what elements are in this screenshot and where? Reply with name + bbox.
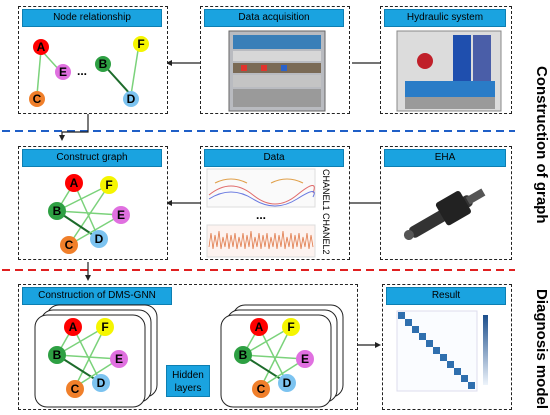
hydraulic-image	[396, 30, 502, 112]
ellipsis: ...	[256, 208, 266, 222]
svg-text:E: E	[301, 352, 309, 366]
side-label-construction: Construction of graph	[533, 66, 550, 224]
svg-text:B: B	[53, 348, 62, 362]
panel-node-relationship: Node relationship A E C B F D ...	[18, 6, 168, 114]
confusion-matrix	[396, 310, 488, 392]
cabinet-image	[228, 30, 326, 112]
panel-dms-gnn: Construction of DMS-GNN A F B E C D	[18, 284, 358, 410]
svg-text:F: F	[101, 320, 108, 334]
panel-title: Node relationship	[22, 9, 162, 27]
svg-text:B: B	[239, 348, 248, 362]
svg-text:C: C	[71, 382, 80, 396]
panel-title: Hydraulic system	[384, 9, 506, 27]
svg-text:B: B	[53, 204, 62, 218]
svg-text:E: E	[117, 208, 125, 222]
hidden-layers-line1: Hidden	[172, 370, 204, 381]
dms-gnn-layers: A F B E C D A F B	[34, 304, 344, 408]
channel2-label: CHANEL2	[321, 213, 331, 255]
node-c-label: C	[33, 92, 42, 106]
side-label-diagnosis: Diagnosis model	[533, 288, 550, 410]
node-a	[33, 39, 49, 55]
ellipsis: ...	[77, 64, 87, 78]
panel-result: Result	[382, 284, 512, 410]
panel-eha: EHA	[380, 146, 512, 260]
node-d	[123, 91, 139, 107]
eha-image	[403, 188, 486, 240]
panel-title: Result	[386, 287, 506, 305]
signal-plots: ...	[206, 168, 316, 258]
svg-text:A: A	[255, 320, 264, 334]
panel-data-acquisition: Data acquisition	[200, 6, 350, 114]
panel-title: EHA	[384, 149, 506, 167]
svg-text:D: D	[97, 376, 106, 390]
node-e	[55, 64, 71, 80]
panel-title: Data	[204, 149, 344, 167]
hidden-layers-line2: layers	[174, 383, 202, 394]
node-e-label: E	[59, 65, 67, 79]
panel-title: Construct graph	[22, 149, 162, 167]
hidden-layers-box: Hidden layers	[166, 365, 210, 397]
graph-right: A F B E C D	[234, 318, 314, 398]
node-f	[133, 36, 149, 52]
panel-data: Data ... CHANEL1 CHANEL2	[200, 146, 350, 260]
constructed-graph: A F B E C D	[48, 174, 130, 254]
panel-construct-graph: Construct graph A F B E C D	[18, 146, 168, 260]
node-a-label: A	[37, 40, 46, 54]
node-c	[29, 91, 45, 107]
node-graph-small: A E C B F D ...	[29, 36, 149, 107]
svg-text:A: A	[69, 320, 78, 334]
node-d-label: D	[127, 92, 136, 106]
graph-left: A F B E C D	[48, 318, 128, 398]
svg-text:A: A	[70, 176, 79, 190]
node-b	[95, 56, 111, 72]
channel1-label: CHANEL1	[321, 169, 331, 211]
panel-title: Data acquisition	[204, 9, 344, 27]
node-f-label: F	[137, 37, 144, 51]
svg-text:F: F	[105, 178, 112, 192]
node-b-label: B	[99, 57, 108, 71]
svg-text:D: D	[283, 376, 292, 390]
svg-text:C: C	[65, 238, 74, 252]
panel-hydraulic-system: Hydraulic system	[380, 6, 512, 114]
svg-text:D: D	[95, 232, 104, 246]
svg-text:F: F	[287, 320, 294, 334]
svg-text:C: C	[257, 382, 266, 396]
svg-text:E: E	[115, 352, 123, 366]
arrow-node-to-graph	[61, 114, 89, 138]
